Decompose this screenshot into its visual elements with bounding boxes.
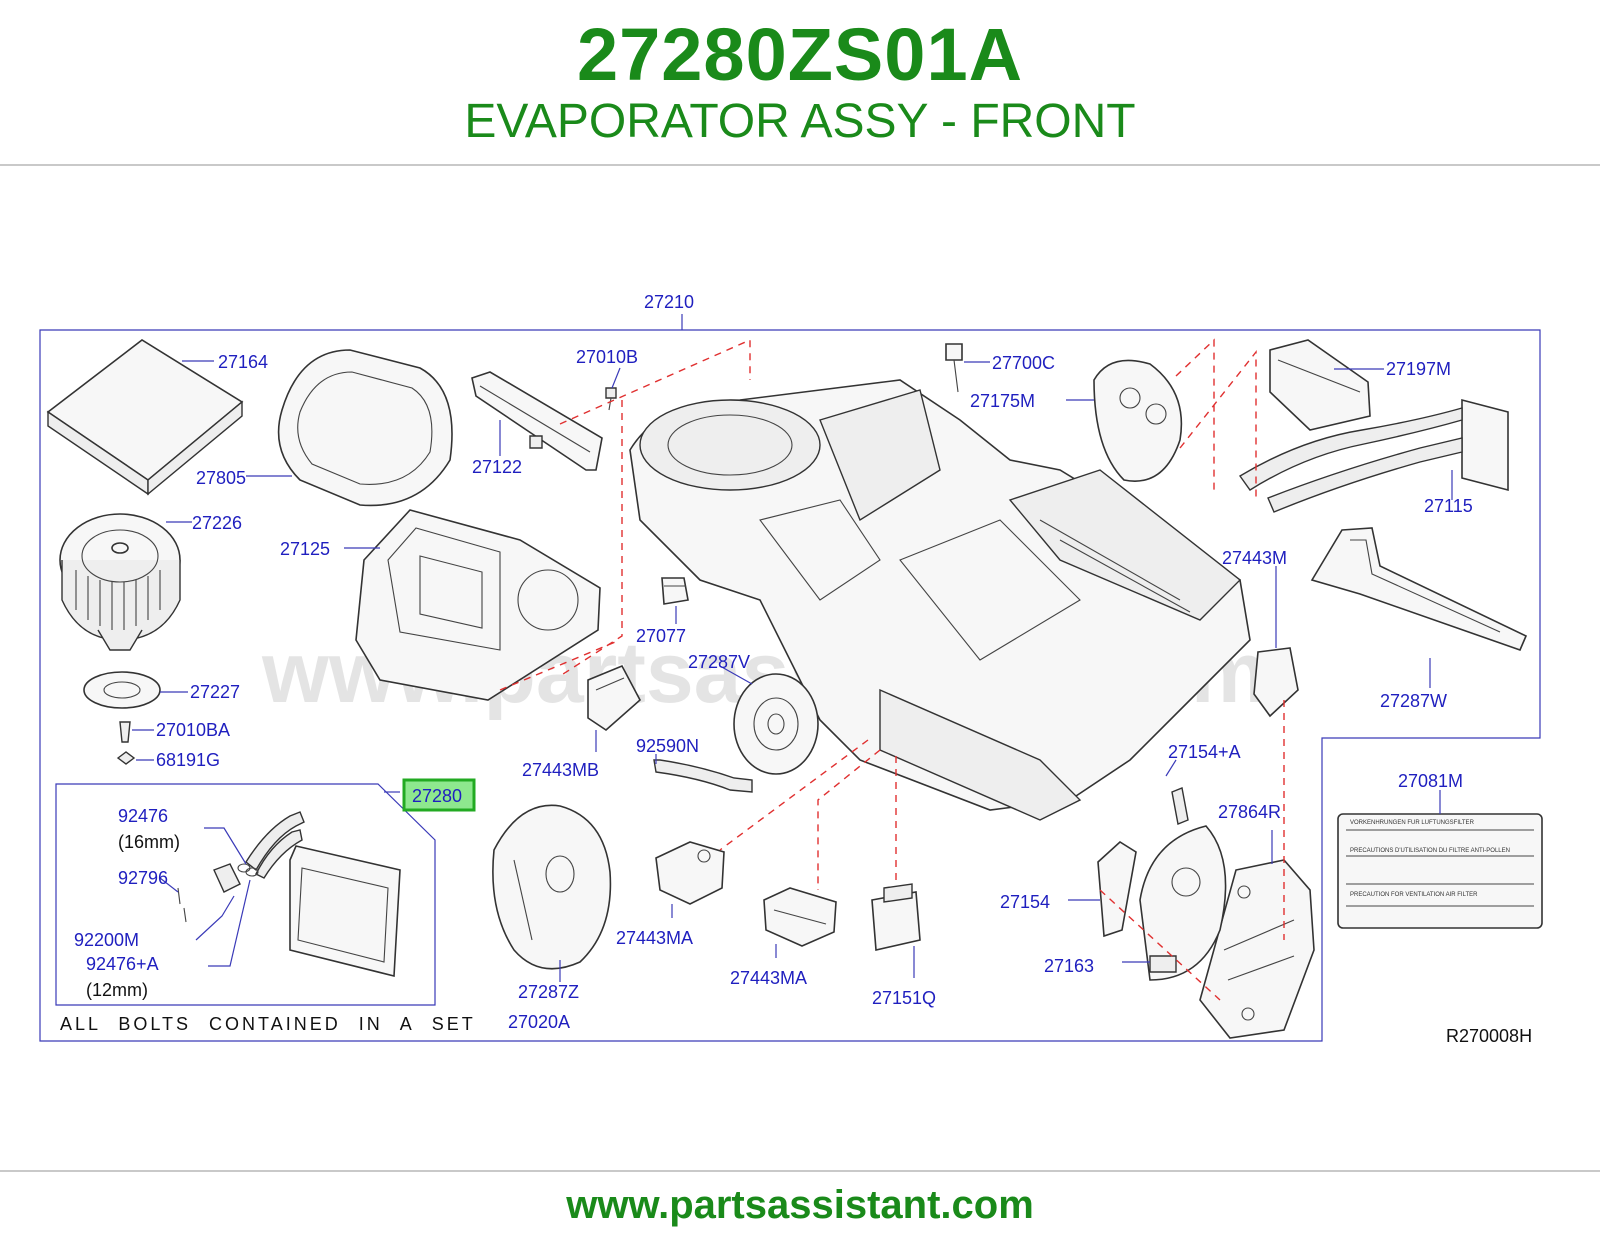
label-27122: 27122 bbox=[472, 457, 522, 477]
bolts-note: ALL BOLTS CONTAINED IN A SET bbox=[60, 1014, 476, 1034]
leader-27287V bbox=[719, 665, 753, 685]
label-27010BA: 27010BA bbox=[156, 720, 230, 740]
case-27163 bbox=[1139, 825, 1227, 981]
screw-27010B bbox=[605, 387, 617, 411]
label-27163: 27163 bbox=[1044, 956, 1094, 976]
duct-27175M bbox=[1093, 359, 1183, 482]
label-card-line-1: VORKENHRUNGEN FUR LUFTUNGSFILTER bbox=[1350, 820, 1475, 826]
footer-divider bbox=[0, 1170, 1600, 1172]
label-92200M: 92200M bbox=[74, 930, 139, 950]
label-27443MA-2: 27443MA bbox=[730, 968, 807, 988]
label-27443MA-1: 27443MA bbox=[616, 928, 693, 948]
size-12mm: (12mm) bbox=[86, 980, 148, 1000]
duct-27287Z bbox=[492, 804, 612, 970]
label-27154A: 27154+A bbox=[1168, 742, 1241, 762]
evaporator-core-27280 bbox=[245, 811, 401, 978]
leader-27154A bbox=[1165, 759, 1177, 777]
intake-case-27125 bbox=[355, 509, 601, 701]
label-card-line-3: PRECAUTION FOR VENTILATION AIR FILTER bbox=[1350, 892, 1478, 898]
label-27077: 27077 bbox=[636, 626, 686, 646]
label-27287W: 27287W bbox=[1380, 691, 1447, 711]
label-92590N: 92590N bbox=[636, 736, 699, 756]
label-27020A: 27020A bbox=[508, 1012, 570, 1032]
label-92476A: 92476+A bbox=[86, 954, 159, 974]
plate-27864R bbox=[1199, 859, 1315, 1039]
label-27115: 27115 bbox=[1424, 496, 1473, 516]
bolt-92796 bbox=[177, 887, 187, 923]
header-divider bbox=[0, 164, 1600, 166]
leader-27010B bbox=[611, 367, 621, 389]
label-27805: 27805 bbox=[196, 468, 246, 488]
leader-92200M bbox=[195, 895, 235, 941]
seal-27287W bbox=[1310, 527, 1528, 652]
dash-case bbox=[1099, 889, 1221, 1001]
label-27210: 27210 bbox=[644, 292, 694, 312]
leader-92796 bbox=[159, 877, 179, 893]
leader-92476 bbox=[204, 827, 247, 865]
block-fitting bbox=[213, 863, 259, 893]
ring-27227 bbox=[83, 671, 161, 709]
highlight-box-27280 bbox=[402, 778, 476, 812]
label-27700C: 27700C bbox=[992, 353, 1055, 373]
label-27154: 27154 bbox=[1000, 892, 1050, 912]
resistor-27151Q bbox=[871, 883, 921, 951]
clip-27154A bbox=[1171, 787, 1189, 825]
label-92796: 92796 bbox=[118, 868, 168, 888]
hvac-housing-27210 bbox=[629, 379, 1251, 821]
cap-27287V bbox=[733, 673, 819, 775]
part-number-title: 27280ZS01A bbox=[576, 13, 1024, 96]
screw-27010BA bbox=[119, 721, 131, 743]
dash-duct bbox=[1175, 338, 1257, 498]
label-27287Z: 27287Z bbox=[518, 982, 579, 1002]
label-27226: 27226 bbox=[192, 513, 242, 533]
label-27227: 27227 bbox=[190, 682, 240, 702]
label-card-line-2: PRECAUTIONS D'UTILISATION DU FILTRE ANTI… bbox=[1350, 848, 1510, 854]
actuator-27443MA-1 bbox=[655, 841, 725, 905]
label-27443MB: 27443MB bbox=[522, 760, 599, 780]
blower-motor-27226 bbox=[59, 513, 181, 651]
part-name-subtitle: EVAPORATOR ASSY - FRONT bbox=[464, 95, 1136, 148]
hose-92590N bbox=[653, 759, 753, 793]
actuator-27443MA-2 bbox=[763, 887, 837, 947]
label-27010B: 27010B bbox=[576, 347, 638, 367]
reference-code: R270008H bbox=[1446, 1026, 1532, 1046]
label-card-27081M: VORKENHRUNGEN FUR LUFTUNGSFILTER PRECAUT… bbox=[1337, 813, 1543, 929]
label-27864R: 27864R bbox=[1218, 802, 1281, 822]
label-27175M: 27175M bbox=[970, 391, 1035, 411]
assembly-frame bbox=[39, 329, 1541, 1042]
label-27287V: 27287V bbox=[688, 652, 750, 672]
label-27151Q: 27151Q bbox=[872, 988, 936, 1008]
dash-actuator-2 bbox=[817, 749, 881, 890]
evaporator-subframe bbox=[55, 783, 436, 1006]
part-27077 bbox=[661, 577, 689, 605]
cabin-filter-27164 bbox=[46, 339, 244, 496]
label-27280: 27280 bbox=[412, 786, 462, 806]
footer-website-link[interactable]: www.partsassistant.com bbox=[566, 1183, 1034, 1227]
label-27125: 27125 bbox=[280, 539, 330, 559]
label-92476: 92476 bbox=[118, 806, 168, 826]
part-27197M bbox=[1269, 339, 1371, 431]
grille-27122 bbox=[471, 371, 603, 471]
seal-frame-27805 bbox=[277, 349, 453, 507]
dash-intake bbox=[559, 400, 623, 677]
dash-intake-2 bbox=[499, 639, 621, 691]
size-16mm: (16mm) bbox=[118, 832, 180, 852]
sensor-27700C bbox=[945, 343, 963, 393]
leader-92476A bbox=[208, 879, 251, 967]
clip-68191G bbox=[116, 751, 136, 765]
label-27081M: 27081M bbox=[1398, 771, 1463, 791]
label-27443M: 27443M bbox=[1222, 548, 1287, 568]
label-27197M: 27197M bbox=[1386, 359, 1451, 379]
dash-27122 bbox=[559, 338, 751, 425]
label-27164: 27164 bbox=[218, 352, 268, 372]
dash-actuator-1 bbox=[719, 739, 869, 851]
actuator-27443MB bbox=[587, 664, 642, 732]
label-68191G: 68191G bbox=[156, 750, 220, 770]
heater-core-27115 bbox=[1238, 398, 1509, 513]
door-27154 bbox=[1097, 841, 1137, 938]
